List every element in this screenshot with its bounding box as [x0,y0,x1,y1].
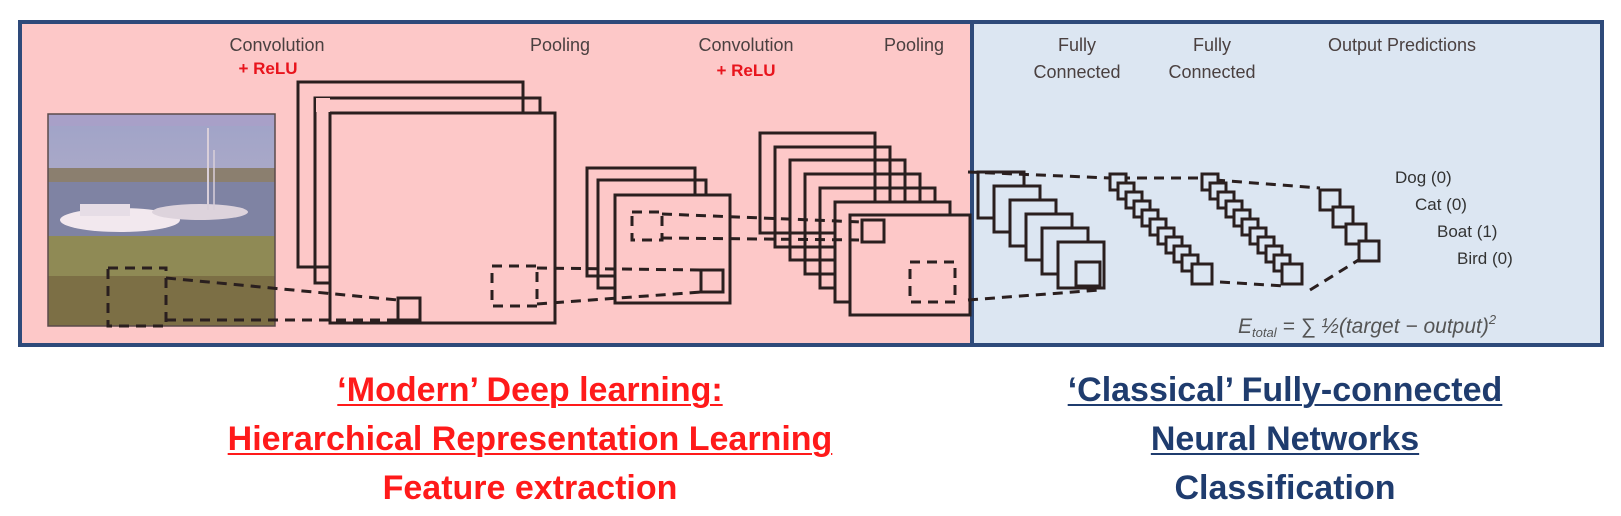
caption-right-line3: Classification [1174,469,1396,507]
fc1-neurons [1108,172,1214,286]
caption-left-line3: Feature extraction [382,469,678,507]
conv1-feature-maps [296,80,557,325]
caption-right-line2: Neural Networks [1150,420,1420,458]
prediction-boat: Boat (1) [1437,222,1497,241]
conv1-label: Convolution [229,35,324,55]
prediction-dog: Dog (0) [1395,168,1452,187]
pool2-feature-maps [848,213,972,317]
fc2-neurons [1200,172,1304,286]
receptive-field-projections [106,210,957,328]
fc-connection-lines [967,170,1366,302]
caption-right-line1: ‘Classical’ Fully-connected [1067,371,1503,409]
flattened-feature-stack [976,170,1106,290]
pool1-label: Pooling [530,35,590,55]
fc2-label-line1: Fully [1193,35,1231,55]
classifier-caption: ‘Classical’ Fully-connected Neural Netwo… [985,366,1585,513]
caption-left-line2: Hierarchical Representation Learning [227,420,833,458]
pool2-label: Pooling [884,35,944,55]
output-neurons [1318,188,1381,263]
prediction-bird: Bird (0) [1457,249,1513,268]
relu2-label: + ReLU [716,61,775,80]
prediction-cat: Cat (0) [1415,195,1467,214]
conv2-label: Convolution [698,35,793,55]
conv1-kernel-output [396,296,422,322]
fc1-label-line1: Fully [1058,35,1096,55]
feature-extraction-caption: ‘Modern’ Deep learning: Hierarchical Rep… [130,366,930,513]
pool1-kernel-output [699,268,725,294]
outer-frame [18,20,1604,347]
conv2-kernel-output [860,218,886,244]
output-predictions-label: Output Predictions [1328,35,1476,55]
caption-left-line1: ‘Modern’ Deep learning: [337,371,723,409]
relu1-label: + ReLU [238,59,297,78]
loss-formula: Etotal = ∑ ½(target − output)2 [1238,312,1497,340]
fc1-label-line2: Connected [1033,62,1120,82]
input-image [47,113,276,327]
fc2-label-line2: Connected [1168,62,1255,82]
